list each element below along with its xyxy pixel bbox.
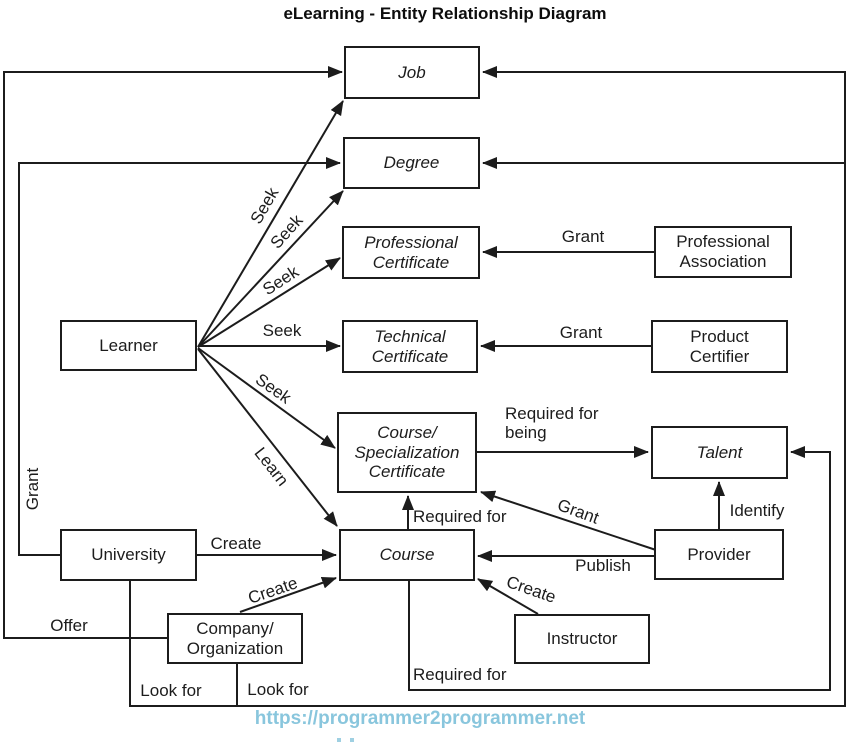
footer-cutoff-artifact: [337, 738, 357, 742]
entity-provider: Provider: [654, 529, 784, 580]
footer-url-link[interactable]: https://programmer2programmer.net: [254, 708, 586, 729]
label-publish: Publish: [575, 556, 631, 575]
edge-learner-seek-job: [197, 100, 344, 348]
label-identify: Identify: [729, 501, 785, 520]
entity-talent: Talent: [651, 426, 788, 479]
entity-course-specialization-certificate: Course/ Specialization Certificate: [337, 412, 477, 493]
entity-product-certifier: Product Certifier: [651, 320, 788, 373]
label-seek-technical-certificate: Seek: [262, 321, 302, 340]
edge-provider-grant-certificate: [480, 490, 657, 551]
label-required-for-talent: Required for: [413, 665, 507, 684]
entity-learner: Learner: [60, 320, 197, 371]
entity-professional-association: Professional Association: [654, 226, 792, 278]
entity-professional-certificate: Professional Certificate: [342, 226, 480, 279]
edge-look-for-job: [129, 66, 846, 707]
label-offer: Offer: [50, 616, 88, 635]
entity-technical-certificate: Technical Certificate: [342, 320, 478, 373]
edge-company-offer-job: [3, 66, 343, 639]
edge-learner-learn-course: [197, 348, 338, 527]
edge-university-grant-degree: [18, 157, 341, 556]
entity-instructor: Instructor: [514, 614, 650, 664]
label-look-for-university: Look for: [140, 681, 202, 700]
entity-course: Course: [339, 529, 475, 581]
edge-learner-seek-professional-certificate: [197, 257, 341, 348]
page-title: eLearning - Entity Relationship Diagram: [283, 4, 607, 23]
edge-instructor-create-course: [477, 578, 539, 615]
entity-job: Job: [344, 46, 480, 99]
label-grant-university-degree: Grant: [23, 467, 42, 511]
edge-company-create-course: [239, 577, 337, 613]
label-look-for-company: Look for: [247, 680, 309, 699]
entity-degree: Degree: [343, 137, 480, 189]
label-create-university: Create: [210, 534, 262, 553]
label-required-for-certificate: Required for: [413, 507, 507, 526]
entity-university: University: [60, 529, 197, 581]
label-grant-association: Grant: [561, 227, 605, 246]
edge-learner-seek-degree: [197, 190, 344, 348]
label-required-for-being: Required for being: [505, 404, 599, 443]
label-grant-certifier: Grant: [559, 323, 603, 342]
entity-company-organization: Company/ Organization: [167, 613, 303, 664]
edge-course-required-for-talent: [408, 446, 831, 691]
edge-learner-seek-course-certificate: [197, 347, 336, 449]
